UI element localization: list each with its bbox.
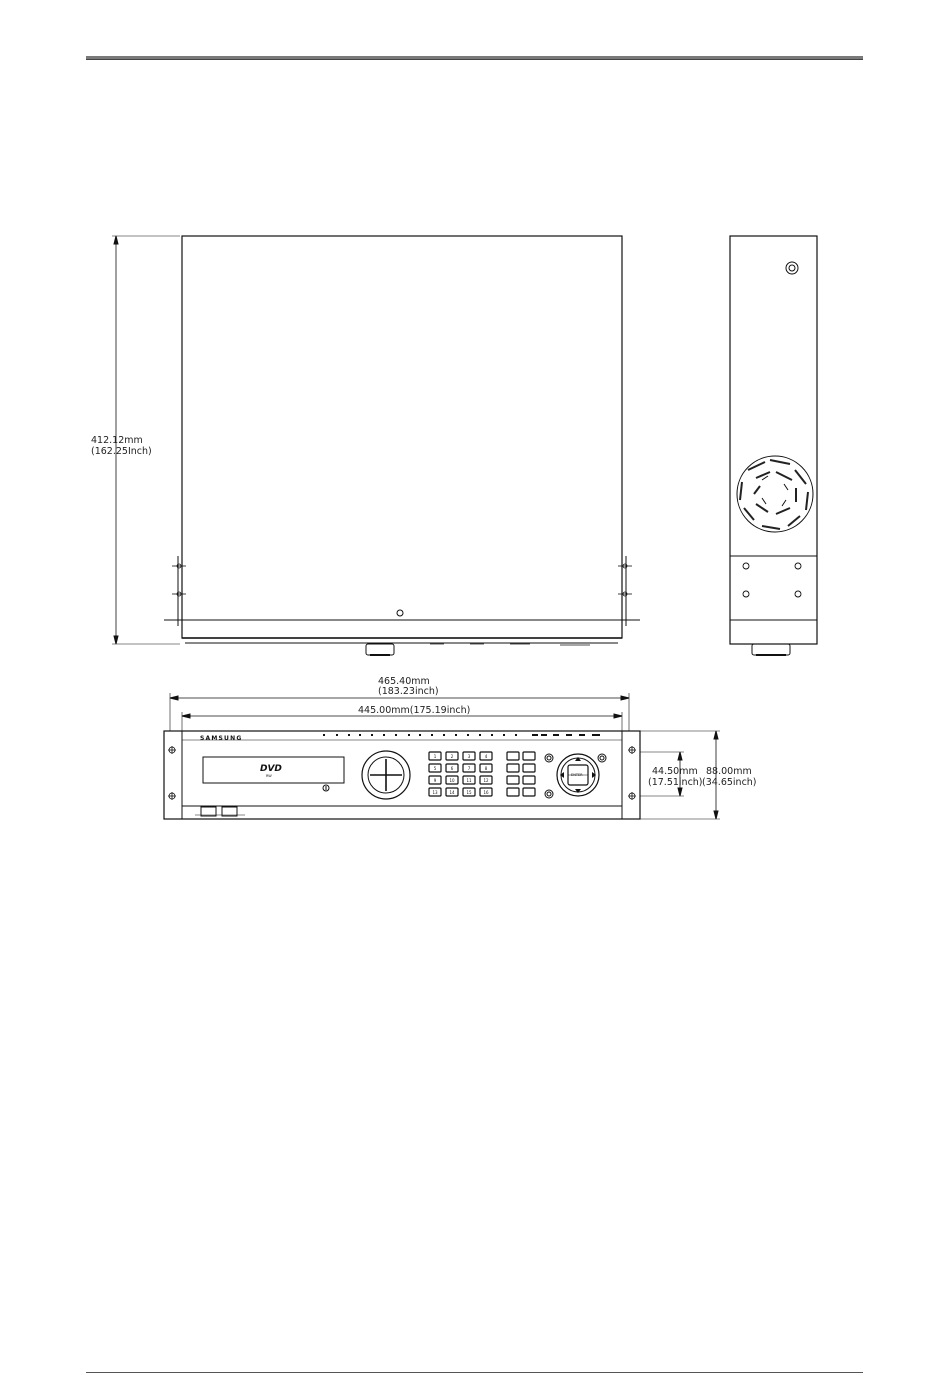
total-height-inch-label: (34.65inch) [702, 777, 757, 788]
enter-key-label: ENTER [571, 773, 583, 777]
channel-led [467, 734, 469, 736]
depth-inch-label: (162.25Inch) [91, 446, 152, 457]
dvd-logo: DVD [260, 764, 282, 774]
channel-led [455, 734, 457, 736]
rack-width-inch-label: (183.23inch) [378, 686, 439, 697]
depth-mm-label: 412.12mm [91, 435, 143, 446]
total-height-mm-label: 88.00mm [706, 766, 752, 777]
brand-logo: SAMSUNG [200, 735, 242, 742]
channel-led [491, 734, 493, 736]
keypad-number: 3 [468, 754, 471, 759]
side-view [730, 236, 817, 655]
channel-led [371, 734, 373, 736]
channel-led [431, 734, 433, 736]
body-width-label: 445.00mm(175.19inch) [358, 705, 470, 716]
keypad-number: 15 [466, 790, 472, 795]
channel-led [419, 734, 421, 736]
status-led [579, 734, 585, 736]
keypad-number: 10 [449, 778, 455, 783]
keypad-number: 13 [432, 790, 438, 795]
channel-led [336, 734, 338, 736]
status-led [553, 734, 559, 736]
keypad-number: 11 [466, 778, 472, 783]
channel-led [408, 734, 410, 736]
keypad-number: 7 [468, 766, 471, 771]
footer-rule [86, 1372, 863, 1373]
keypad-number: 12 [483, 778, 489, 783]
dvd-logo-sub: RW [266, 774, 272, 778]
unit-height-mm-label: 44.50mm [652, 766, 698, 777]
channel-led [503, 734, 505, 736]
status-led [592, 734, 600, 736]
keypad-number: 1 [434, 754, 437, 759]
channel-led [323, 734, 325, 736]
channel-led [348, 734, 350, 736]
keypad-number: 16 [483, 790, 489, 795]
keypad-number: 8 [485, 766, 488, 771]
keypad-number: 2 [451, 754, 454, 759]
status-led [532, 734, 538, 736]
channel-led [359, 734, 361, 736]
keypad-number: 9 [434, 778, 437, 783]
keypad-number: 5 [434, 766, 437, 771]
channel-led [443, 734, 445, 736]
channel-led [395, 734, 397, 736]
status-led [541, 734, 547, 736]
status-led [566, 734, 572, 736]
top-view [112, 236, 640, 655]
keypad-number: 4 [485, 754, 488, 759]
keypad-number: 6 [451, 766, 454, 771]
unit-height-inch-label: (17.51inch) [648, 777, 703, 788]
channel-led [479, 734, 481, 736]
channel-led [383, 734, 385, 736]
channel-led [515, 734, 517, 736]
keypad-number: 14 [449, 790, 455, 795]
